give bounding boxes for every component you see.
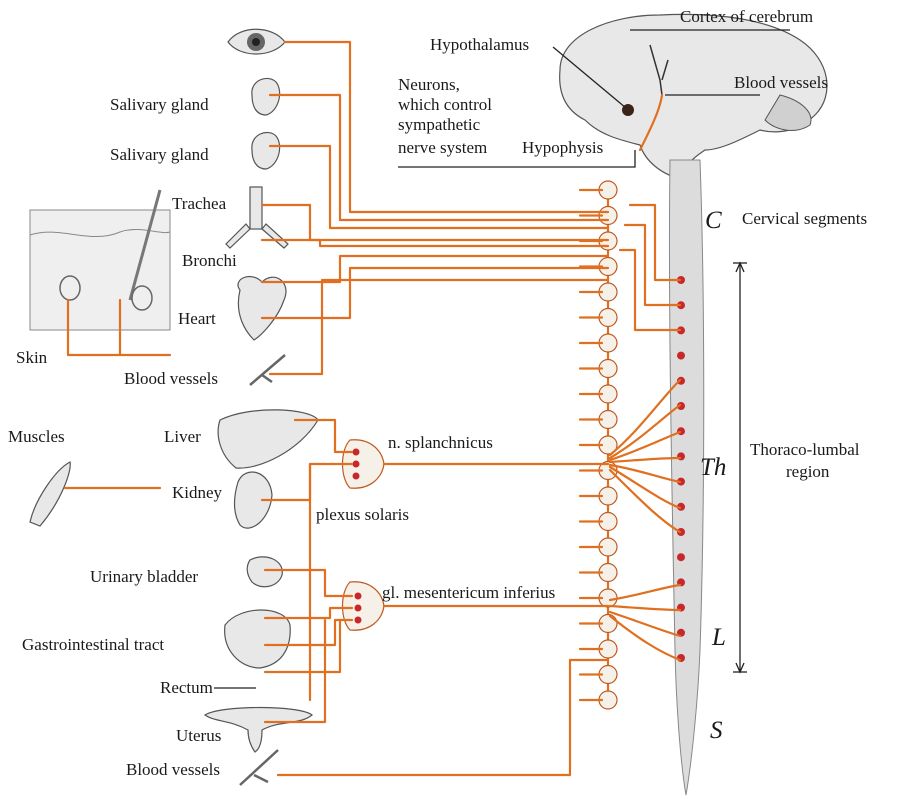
- spinal-neuron-dot: [677, 452, 685, 460]
- label-cervical-segments: Cervical segments: [742, 209, 867, 228]
- urinary-bladder-shape: [247, 557, 282, 587]
- segment-s: S: [710, 717, 723, 744]
- label-heart: Heart: [178, 309, 216, 328]
- blood-vessel-1-shape: [250, 355, 285, 385]
- liver-shape: [218, 410, 318, 468]
- label-plexus-solaris: plexus solaris: [316, 505, 409, 524]
- label-salivary-gland-1: Salivary gland: [110, 95, 209, 114]
- label-blood-vessels-1: Blood vessels: [124, 369, 218, 388]
- label-uterus: Uterus: [176, 726, 221, 745]
- label-bronchi: Bronchi: [182, 251, 237, 270]
- label-neurons-1: Neurons,: [398, 75, 460, 94]
- label-skin: Skin: [16, 348, 48, 367]
- segment-l: L: [711, 624, 726, 651]
- label-blood-vessels-2: Blood vessels: [126, 760, 220, 779]
- spinal-neuron-dot: [677, 352, 685, 360]
- label-gastrointestinal-tract: Gastrointestinal tract: [22, 635, 164, 654]
- mesentericum-ganglion: [343, 582, 385, 630]
- label-n-splanchnicus: n. splanchnicus: [388, 433, 493, 452]
- trachea-bronchi: [226, 187, 288, 248]
- label-cortex: Cortex of cerebrum: [680, 7, 813, 26]
- label-thoraco-lumbal-2: region: [786, 462, 830, 481]
- label-trachea: Trachea: [172, 194, 227, 213]
- eye: [228, 29, 285, 54]
- label-hypothalamus: Hypothalamus: [430, 35, 529, 54]
- spinal-neuron-dot: [677, 654, 685, 662]
- label-salivary-gland-2: Salivary gland: [110, 145, 209, 164]
- segment-th: Th: [700, 454, 726, 481]
- muscle-shape: [30, 462, 70, 526]
- label-thoraco-lumbal-1: Thoraco-lumbal: [750, 440, 860, 459]
- segment-c: C: [705, 207, 722, 234]
- thoraco-lumbal-bracket: [733, 263, 747, 672]
- label-muscles: Muscles: [8, 427, 65, 446]
- label-liver: Liver: [164, 427, 201, 446]
- label-rectum: Rectum: [160, 678, 213, 697]
- heart-shape: [238, 277, 286, 340]
- salivary-gland-2-shape: [252, 132, 280, 169]
- label-kidney: Kidney: [172, 483, 223, 502]
- label-gl-mesentericum: gl. mesentericum inferius: [382, 583, 555, 602]
- label-neurons-4: nerve system: [398, 138, 487, 157]
- spinal-neuron-dot: [677, 553, 685, 561]
- label-hypophysis: Hypophysis: [522, 138, 603, 157]
- label-neurons-2: which control: [398, 95, 492, 114]
- blood-vessel-2-shape: [240, 750, 278, 785]
- label-urinary-bladder: Urinary bladder: [90, 567, 198, 586]
- salivary-gland-1-shape: [252, 78, 280, 115]
- spinal-neuron-dot: [677, 427, 685, 435]
- sympathetic-chain: [580, 181, 617, 709]
- skin-section: [30, 190, 170, 330]
- spinal-cord: [669, 160, 703, 795]
- label-neurons-3: sympathetic: [398, 115, 481, 134]
- label-blood-vessels-brain: Blood vessels: [734, 73, 828, 92]
